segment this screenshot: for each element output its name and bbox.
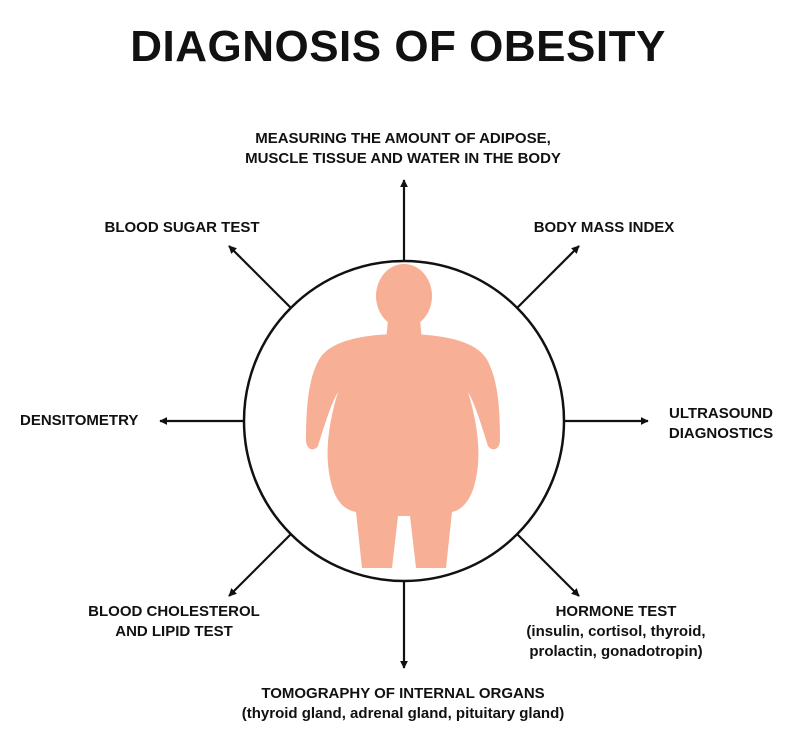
method-label-top: MEASURING THE AMOUNT OF ADIPOSE, MUSCLE …: [188, 129, 618, 169]
method-label-top-line1: MEASURING THE AMOUNT OF ADIPOSE,: [255, 130, 551, 147]
method-label-top-right-line1: BODY MASS INDEX: [533, 219, 675, 236]
method-label-bottom: TOMOGRAPHY OF INTERNAL ORGANS (thyroid g…: [198, 684, 608, 724]
method-label-bottom-right-line1: HORMONE TEST: [555, 603, 677, 620]
arrow-top-right: [516, 245, 580, 309]
arrow-bottom-right: [516, 533, 580, 597]
method-label-bottom-right: HORMONE TEST (insulin, cortisol, thyroid…: [498, 602, 734, 662]
method-label-top-left: BLOOD SUGAR TEST: [72, 218, 292, 238]
method-label-bottom-line2: (thyroid gland, adrenal gland, pituitary…: [241, 705, 565, 722]
method-label-bottom-right-line3: prolactin, gonadotropin): [529, 643, 703, 660]
page-title: DIAGNOSIS OF OBESITY: [130, 22, 666, 71]
method-label-right-line1: ULTRASOUND: [669, 405, 773, 422]
method-label-right-line2: DIAGNOSTICS: [668, 425, 774, 442]
method-label-left: DENSITOMETRY: [20, 411, 160, 431]
arrow-top-left: [228, 245, 292, 309]
method-label-top-line2: MUSCLE TISSUE AND WATER IN THE BODY: [245, 150, 561, 167]
method-label-bottom-left-line2: AND LIPID TEST: [115, 623, 233, 640]
method-label-bottom-left-line1: BLOOD CHOLESTEROL: [88, 603, 260, 620]
arrow-bottom-left: [228, 533, 292, 597]
method-label-bottom-left: BLOOD CHOLESTEROL AND LIPID TEST: [64, 602, 284, 642]
method-label-right: ULTRASOUND DIAGNOSTICS: [652, 404, 790, 444]
method-label-left-line1: DENSITOMETRY: [20, 412, 139, 429]
method-label-top-right: BODY MASS INDEX: [498, 218, 710, 238]
method-label-bottom-line1: TOMOGRAPHY OF INTERNAL ORGANS: [261, 685, 545, 702]
obese-person-silhouette-icon: [306, 264, 500, 568]
method-label-bottom-right-line2: (insulin, cortisol, thyroid,: [526, 623, 706, 640]
method-label-top-left-line1: BLOOD SUGAR TEST: [104, 219, 260, 236]
